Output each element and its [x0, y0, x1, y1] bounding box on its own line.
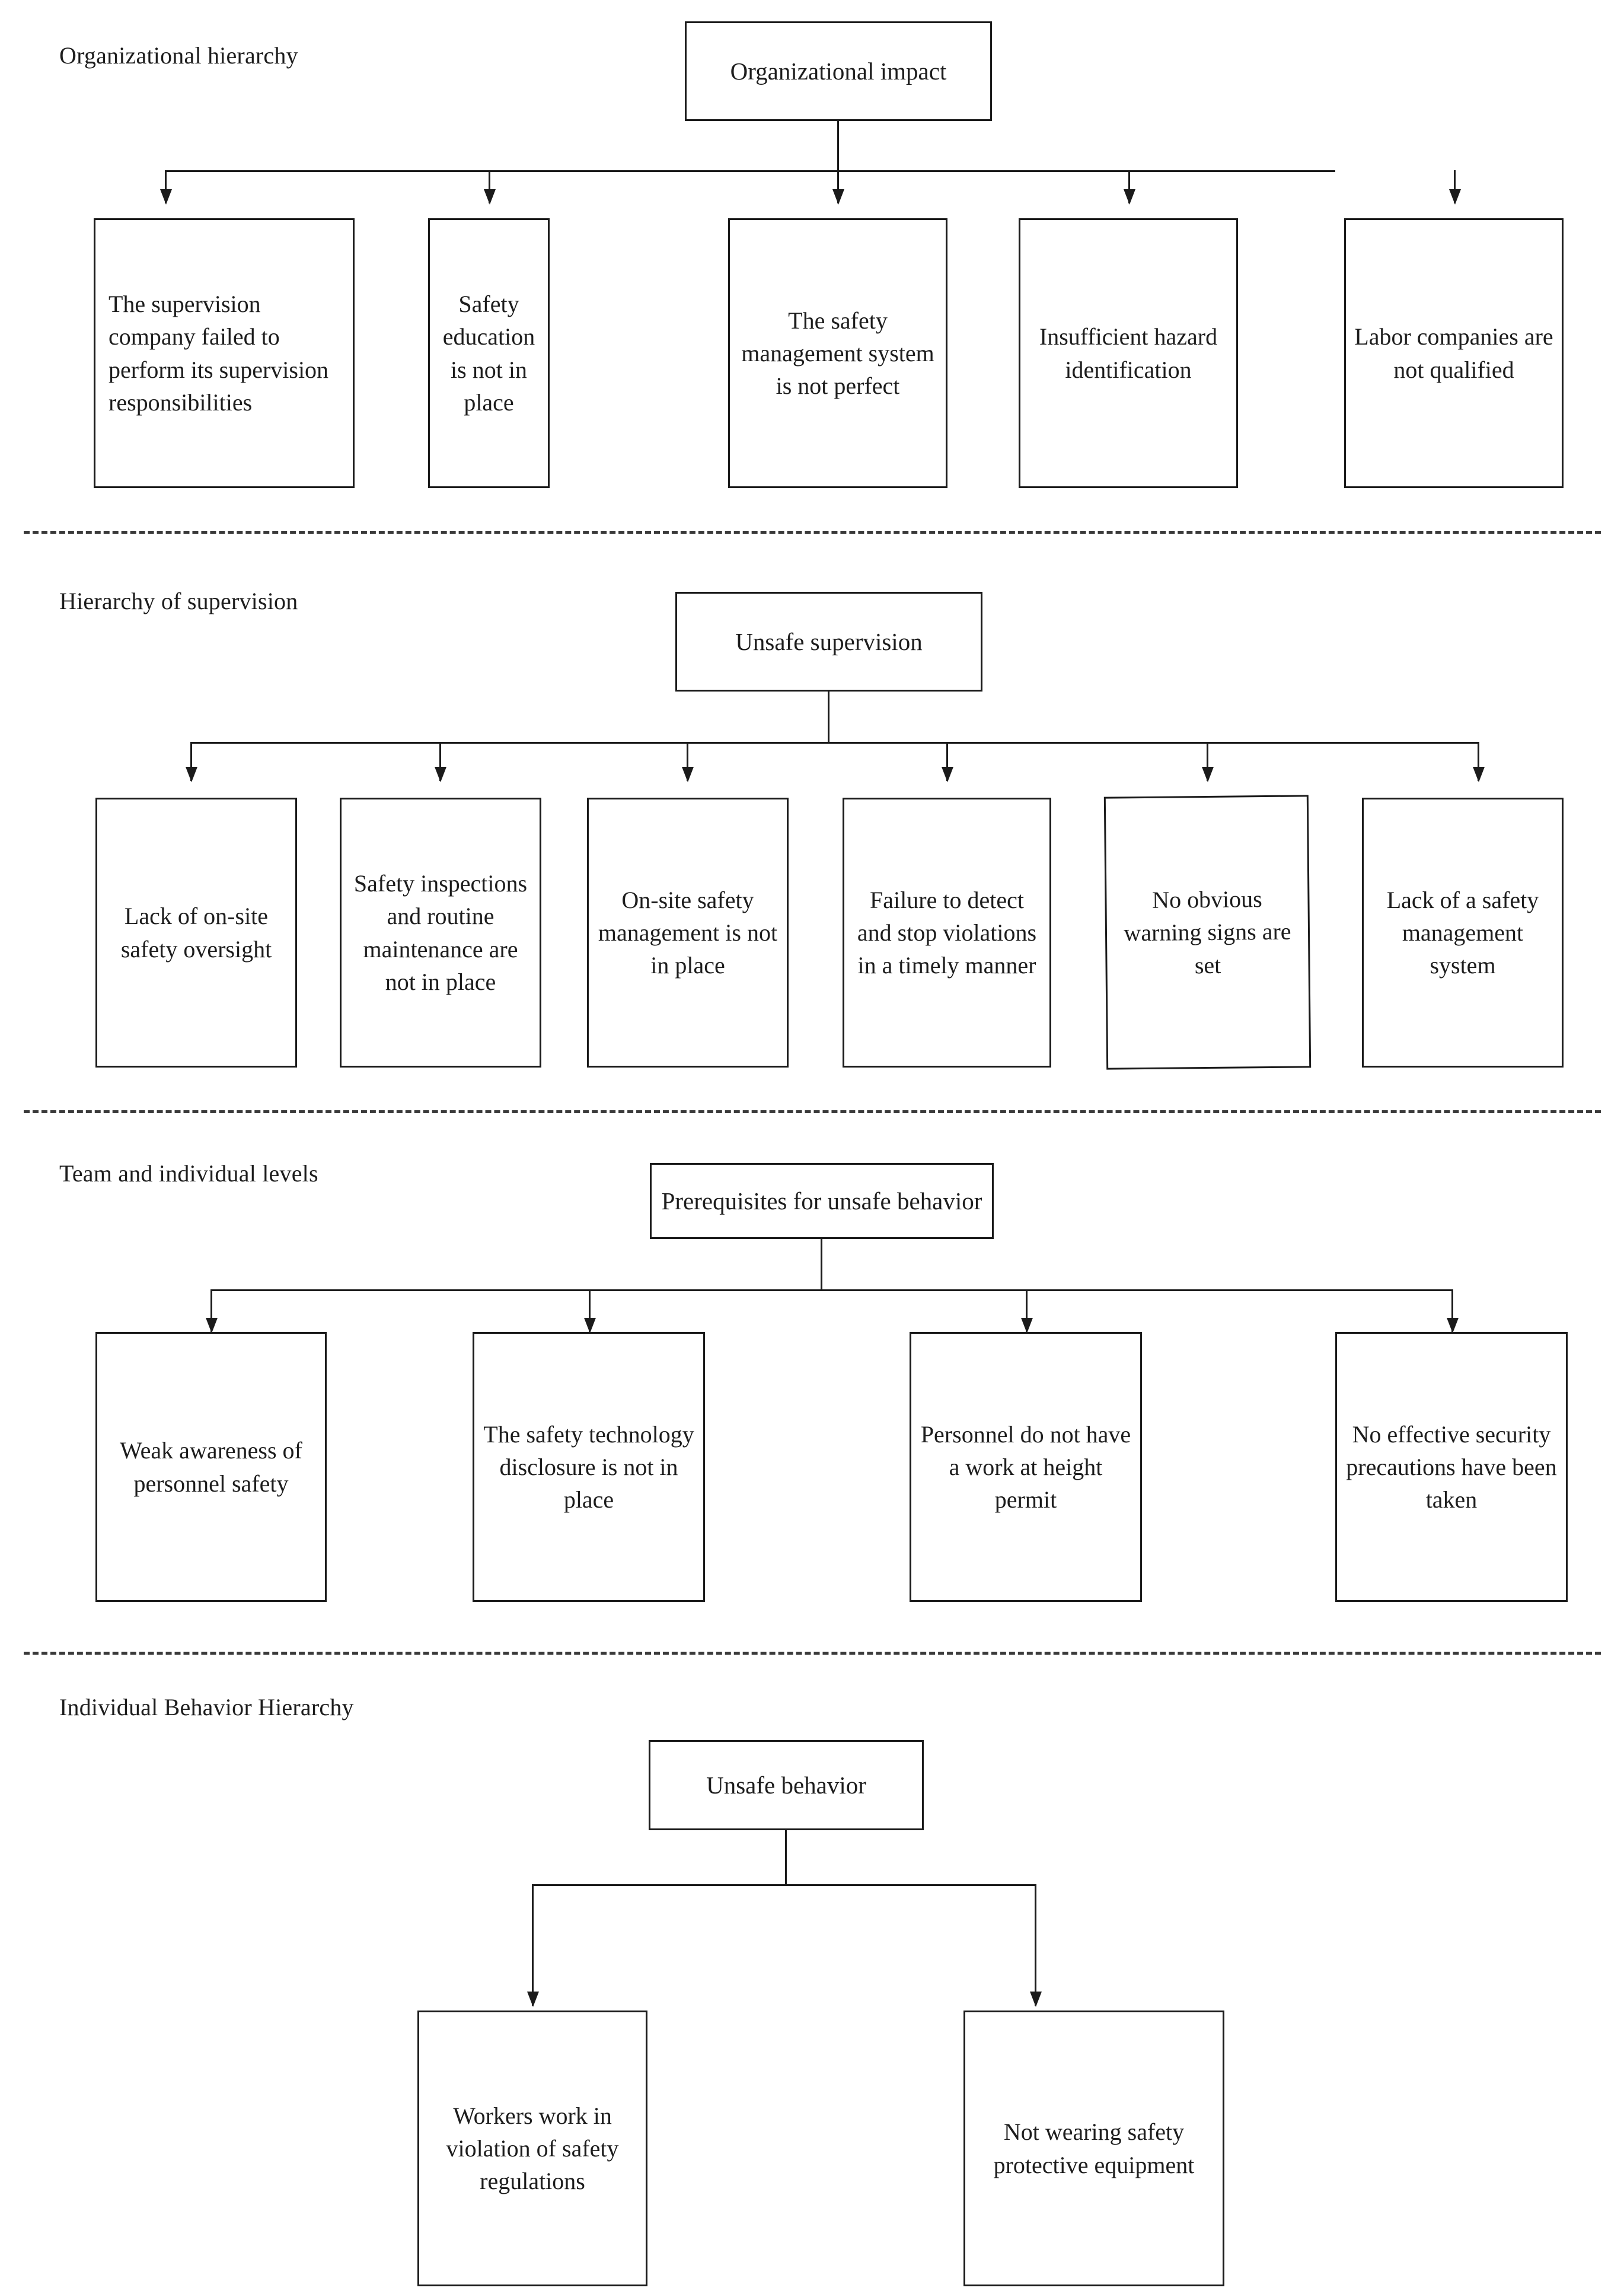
leaf-node-s3-3[interactable]: Personnel do not have a work at height p… [910, 1332, 1142, 1602]
leaf-node-label: Labor companies are not qualified [1354, 323, 1553, 383]
connector-trunk-s2 [828, 692, 829, 743]
leaf-node-s2-1[interactable]: Lack of on-site safety oversight [95, 798, 297, 1068]
leaf-node-label: Lack of a safety management system [1386, 886, 1539, 979]
leaf-node-s1-2[interactable]: Safety education is not in place [428, 218, 550, 488]
leaf-node-s3-1[interactable]: Weak awareness of personnel safety [95, 1332, 327, 1602]
leaf-node-label: Weak awareness of personnel safety [120, 1437, 302, 1497]
connector-arrow-s3-1 [210, 1289, 212, 1332]
connector-trunk-s3 [821, 1239, 822, 1290]
leaf-node-label: On-site safety management is not in plac… [598, 886, 778, 979]
leaf-node-label: The safety technology disclosure is not … [483, 1420, 694, 1514]
leaf-node-s1-1[interactable]: The supervision company failed to perfor… [94, 218, 355, 488]
leaf-node-label: Not wearing safety protective equipment [993, 2118, 1195, 2178]
section-label-individual-behavior-hierarchy: Individual Behavior Hierarchy [59, 1694, 354, 1720]
root-node-label: Organizational impact [730, 57, 947, 85]
root-node-label: Unsafe behavior [706, 1771, 866, 1799]
connector-arrow-s4-2 [1035, 1884, 1036, 2006]
leaf-node-label: Insufficient hazard identification [1039, 323, 1218, 383]
root-node-unsafe-behavior[interactable]: Unsafe behavior [649, 1740, 924, 1830]
root-node-unsafe-supervision[interactable]: Unsafe supervision [675, 592, 982, 692]
connector-arrow-s2-1 [190, 742, 192, 781]
connector-trunk-s1 [837, 121, 839, 171]
leaf-node-label: Personnel do not have a work at height p… [920, 1420, 1131, 1514]
leaf-node-s2-6[interactable]: Lack of a safety management system [1362, 798, 1564, 1068]
connector-arrow-s1-5 [1454, 170, 1456, 203]
leaf-node-s1-4[interactable]: Insufficient hazard identification [1019, 218, 1238, 488]
connector-arrow-s3-2 [589, 1289, 591, 1332]
root-node-label: Unsafe supervision [735, 627, 923, 655]
root-node-prerequisites-for-unsafe-behavior[interactable]: Prerequisites for unsafe behavior [650, 1163, 994, 1239]
connector-arrow-s2-4 [946, 742, 948, 781]
leaf-node-s1-5[interactable]: Labor companies are not qualified [1344, 218, 1564, 488]
connector-arrow-s1-1 [165, 170, 167, 203]
connector-arrow-s1-3 [837, 170, 839, 203]
connector-arrow-s2-2 [439, 742, 441, 781]
leaf-node-s3-2[interactable]: The safety technology disclosure is not … [473, 1332, 705, 1602]
connector-bus-s2 [190, 742, 1478, 744]
leaf-node-s2-5[interactable]: No obvious warning signs are set [1103, 795, 1312, 1070]
leaf-node-s4-1[interactable]: Workers work in violation of safety regu… [417, 2011, 647, 2286]
leaf-node-label: The safety management system is not perf… [741, 307, 934, 400]
connector-bus-s3 [210, 1289, 1451, 1291]
connector-arrow-s2-3 [687, 742, 688, 781]
connector-arrow-s3-4 [1451, 1289, 1453, 1332]
section-label-team-and-individual-levels: Team and individual levels [59, 1160, 318, 1187]
leaf-node-label: Safety inspections and routine maintenan… [353, 870, 528, 995]
leaf-node-label: Failure to detect and stop violations in… [857, 886, 1037, 979]
leaf-node-label: Safety education is not in place [442, 291, 535, 416]
leaf-node-label: No effective security precautions have b… [1346, 1420, 1557, 1514]
leaf-node-s2-2[interactable]: Safety inspections and routine maintenan… [340, 798, 541, 1068]
leaf-node-s4-2[interactable]: Not wearing safety protective equipment [963, 2011, 1224, 2286]
leaf-node-label: Workers work in violation of safety regu… [446, 2102, 619, 2195]
section-label-organizational-hierarchy: Organizational hierarchy [59, 42, 298, 69]
leaf-node-label: The supervision company failed to perfor… [109, 291, 329, 416]
leaf-node-label: No obvious warning signs are set [1124, 885, 1291, 979]
connector-bus-s4 [532, 1884, 1036, 1886]
connector-arrow-s4-1 [532, 1884, 534, 2006]
leaf-node-label: Lack of on-site safety oversight [120, 903, 272, 963]
leaf-node-s2-3[interactable]: On-site safety management is not in plac… [587, 798, 789, 1068]
leaf-node-s3-4[interactable]: No effective security precautions have b… [1335, 1332, 1568, 1602]
connector-trunk-s4 [785, 1830, 787, 1885]
connector-arrow-s2-5 [1207, 742, 1208, 781]
section-divider-1 [24, 531, 1601, 534]
section-divider-3 [24, 1652, 1601, 1655]
connector-arrow-s3-3 [1026, 1289, 1028, 1332]
connector-bus-s1 [165, 170, 1335, 172]
root-node-label: Prerequisites for unsafe behavior [661, 1187, 982, 1215]
leaf-node-s2-4[interactable]: Failure to detect and stop violations in… [843, 798, 1051, 1068]
section-divider-2 [24, 1110, 1601, 1113]
leaf-node-s1-3[interactable]: The safety management system is not perf… [728, 218, 947, 488]
connector-arrow-s1-2 [489, 170, 490, 203]
section-label-hierarchy-of-supervision: Hierarchy of supervision [59, 588, 298, 614]
connector-arrow-s1-4 [1128, 170, 1130, 203]
root-node-organizational-impact[interactable]: Organizational impact [685, 21, 992, 121]
connector-arrow-s2-6 [1478, 742, 1479, 781]
